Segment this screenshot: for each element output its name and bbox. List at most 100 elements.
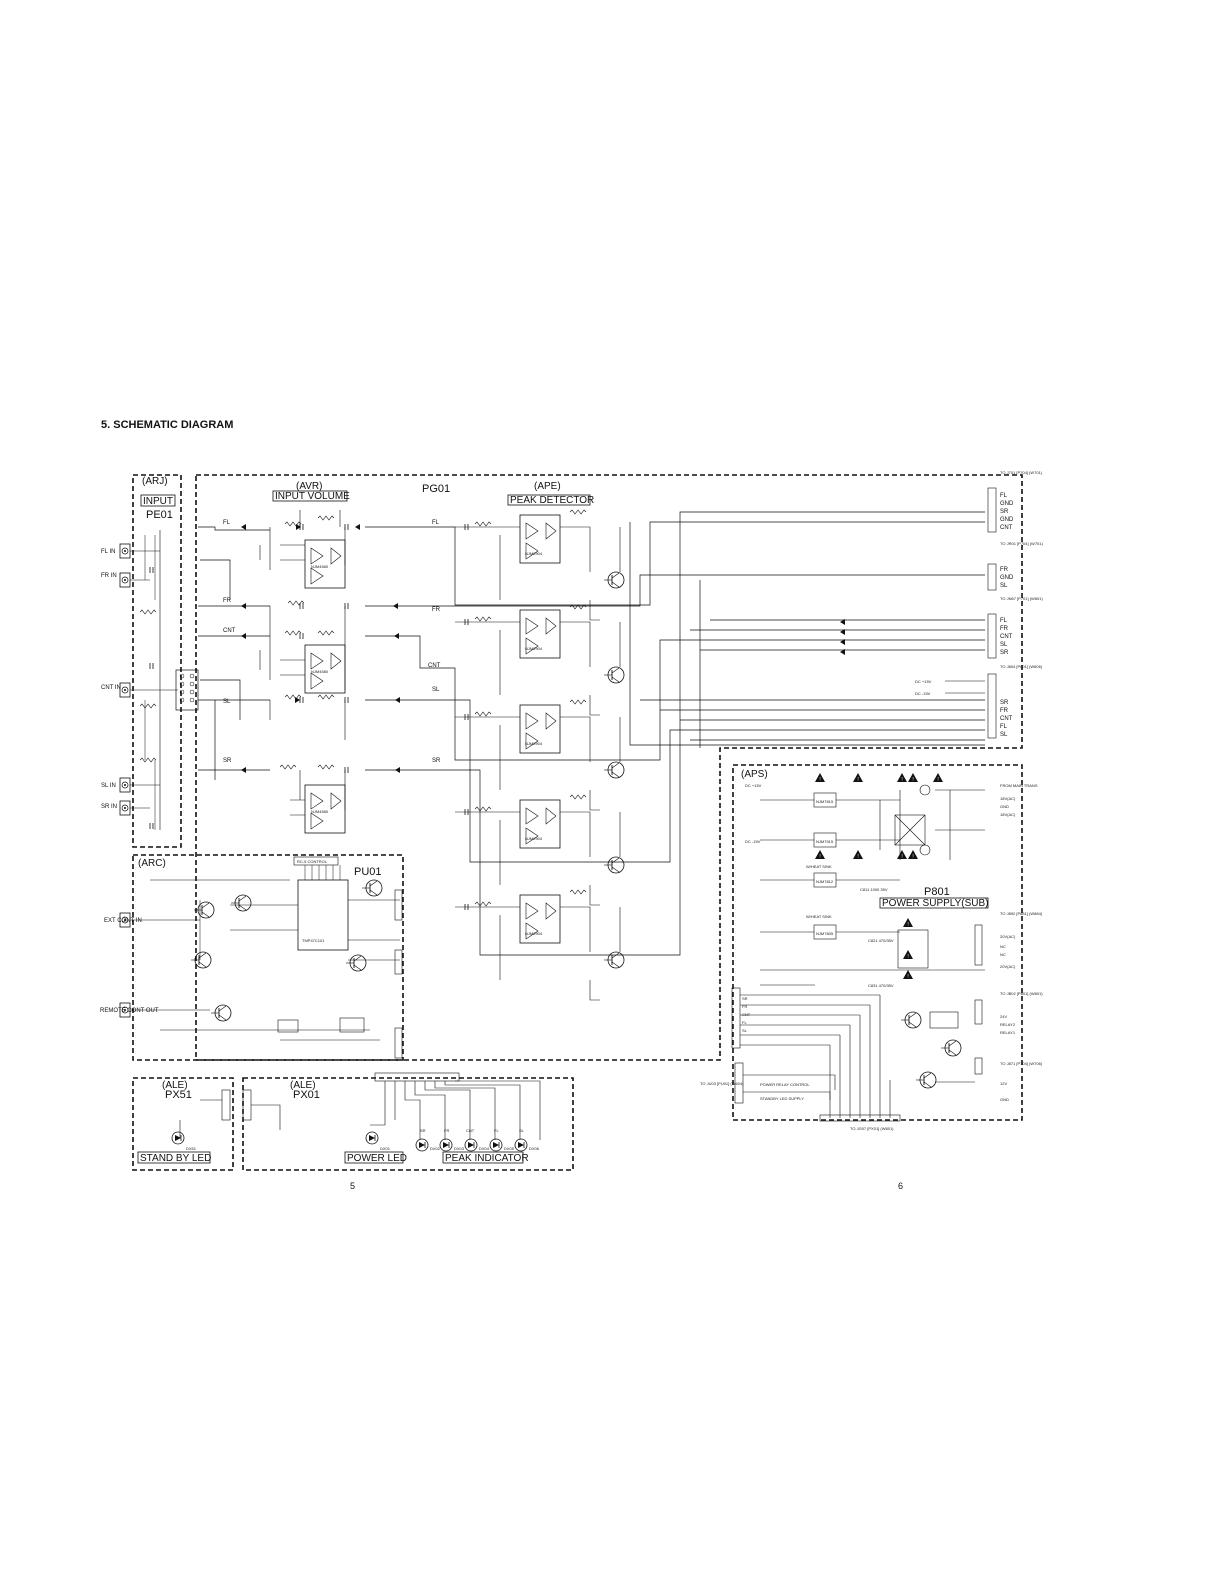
- arj-board: PE01: [146, 509, 173, 521]
- reg-7812: NJM7812: [816, 879, 834, 884]
- svg-text:18V(AC): 18V(AC): [1000, 812, 1016, 817]
- svg-text:DX06: DX06: [529, 1146, 540, 1151]
- svg-text:FL: FL: [742, 1020, 747, 1025]
- svg-text:SL: SL: [432, 687, 440, 693]
- svg-text:FR: FR: [1000, 708, 1009, 714]
- ale2-name2: PEAK INDICATOR: [445, 1153, 529, 1164]
- ape-name: PEAK DETECTOR: [510, 495, 594, 506]
- svg-text:SR: SR: [1000, 700, 1009, 706]
- svg-text:RELAY2: RELAY2: [1000, 1022, 1016, 1027]
- ape-tag: (APE): [534, 481, 561, 492]
- svg-text:SR: SR: [1000, 509, 1009, 515]
- svg-text:SL: SL: [1000, 583, 1008, 589]
- svg-text:20V(AC): 20V(AC): [1000, 934, 1016, 939]
- svg-text:CNT: CNT: [223, 628, 236, 634]
- svg-text:FL: FL: [494, 1128, 499, 1133]
- page-number-left: 5: [350, 1181, 355, 1191]
- ext-cont-label: EXT CONT IN: [104, 918, 142, 924]
- peak-led-fl-icon: [489, 1138, 503, 1152]
- svg-text:CNT: CNT: [1000, 716, 1013, 722]
- svg-text:24V: 24V: [1000, 1014, 1007, 1019]
- ic-mcu: TMP47C101: [302, 938, 325, 943]
- svg-text:SL: SL: [519, 1128, 525, 1133]
- ic-qg03: NJM2904: [525, 646, 543, 651]
- avr-name: INPUT VOLUME: [275, 491, 350, 502]
- svg-text:POWER RELAY CONTROL: POWER RELAY CONTROL: [760, 1082, 810, 1087]
- power-led-icon: [365, 1131, 379, 1145]
- ale1-name: STAND BY LED: [140, 1153, 211, 1164]
- ic-qf03: NJM4580: [311, 809, 329, 814]
- svg-text:18V(AC): 18V(AC): [1000, 796, 1016, 801]
- reg-7815: NJM7815: [816, 799, 834, 804]
- svg-text:SR: SR: [420, 1128, 426, 1133]
- peak-led-sr-icon: [415, 1138, 429, 1152]
- cap-c831: C831 470/35V: [868, 983, 894, 988]
- svg-text:DX51: DX51: [186, 1146, 197, 1151]
- svg-text:FROM MAIN TRANS: FROM MAIN TRANS: [1000, 783, 1038, 788]
- arj-name: INPUT: [143, 496, 173, 507]
- aps-tag: (APS): [741, 769, 768, 780]
- aps-board: P801: [924, 886, 950, 898]
- svg-text:SR: SR: [432, 758, 441, 764]
- svg-text:TO J871 [P704] (W706): TO J871 [P704] (W706): [1000, 1061, 1043, 1066]
- peak-led-sl-icon: [514, 1138, 528, 1152]
- svg-text:DC +15V: DC +15V: [745, 783, 762, 788]
- svg-text:20V(AC): 20V(AC): [1000, 964, 1016, 969]
- ale2-tag: (ALE): [290, 1080, 316, 1091]
- svg-text:FR: FR: [444, 1128, 449, 1133]
- svg-text:SL: SL: [742, 1028, 748, 1033]
- ale2-board: PX01: [293, 1089, 320, 1101]
- ic-qg09: NJM2904: [525, 931, 543, 936]
- svg-text:SL: SL: [1000, 642, 1008, 648]
- svg-text:FL: FL: [223, 520, 231, 526]
- cap-c811: C811 1000 35V: [860, 887, 888, 892]
- ale1-board: PX51: [165, 1089, 192, 1101]
- standby-led-icon: [171, 1131, 185, 1145]
- svg-text:12V: 12V: [1000, 1081, 1007, 1086]
- svg-text:SR: SR: [1000, 650, 1009, 656]
- svg-text:FL: FL: [432, 520, 440, 526]
- svg-text:CNT: CNT: [1000, 634, 1013, 640]
- sr-in-label: SR IN: [101, 804, 117, 810]
- svg-text:FR: FR: [1000, 626, 1009, 632]
- svg-text:DX02: DX02: [430, 1146, 441, 1151]
- dc-minus15: DC -15V: [915, 691, 931, 696]
- reg-7805: NJM7805: [816, 931, 834, 936]
- ale2-name1: POWER LED: [347, 1153, 407, 1164]
- arc-board: PU01: [354, 866, 382, 878]
- conn-j804: TO J804 [P801] (W806): [1000, 664, 1043, 669]
- peak-led-cnt-icon: [464, 1138, 478, 1152]
- remote-cont-label: REMOTE CONT OUT: [100, 1008, 159, 1014]
- svg-text:GND: GND: [1000, 575, 1014, 581]
- svg-text:FR: FR: [432, 607, 441, 613]
- heatsink-1: W/HEAT SINK: [806, 864, 832, 869]
- svg-text:FR: FR: [223, 598, 232, 604]
- svg-text:FL: FL: [1000, 493, 1008, 499]
- pg01-label: PG01: [422, 483, 450, 495]
- svg-text:NC: NC: [1000, 944, 1006, 949]
- peak-led-fr-icon: [439, 1138, 453, 1152]
- svg-text:GND: GND: [1000, 804, 1009, 809]
- svg-text:SR: SR: [742, 996, 748, 1001]
- arc-tag: (ARC): [138, 858, 166, 869]
- heatsink-2: W/HEAT SINK: [806, 914, 832, 919]
- svg-text:DX03: DX03: [454, 1146, 465, 1151]
- svg-text:RELAY1: RELAY1: [1000, 1030, 1016, 1035]
- svg-text:GND: GND: [1000, 1097, 1009, 1102]
- svg-text:CNT: CNT: [1000, 525, 1013, 531]
- conn-jr01: TO JR01 [P704] (W701): [1000, 541, 1044, 546]
- svg-text:NC: NC: [1000, 952, 1006, 957]
- svg-text:DX01: DX01: [380, 1146, 391, 1151]
- svg-text:STANDBY LED SUPPLY: STANDBY LED SUPPLY: [760, 1096, 804, 1101]
- svg-text:SR: SR: [223, 758, 232, 764]
- svg-text:TO JU03 [PU01] (W604): TO JU03 [PU01] (W604): [700, 1081, 744, 1086]
- svg-text:SL: SL: [1000, 732, 1008, 738]
- svg-text:DC -15V: DC -15V: [745, 839, 761, 844]
- ic-qg01: NJM2904: [525, 551, 543, 556]
- cap-c821: C821 470/35V: [868, 938, 894, 943]
- sl-in-label: SL IN: [101, 783, 116, 789]
- ale1-tag: (ALE): [162, 1080, 188, 1091]
- arj-tag: (ARJ): [142, 476, 168, 487]
- page-number-right: 6: [898, 1181, 903, 1191]
- reg-7915: NJM7915: [816, 839, 834, 844]
